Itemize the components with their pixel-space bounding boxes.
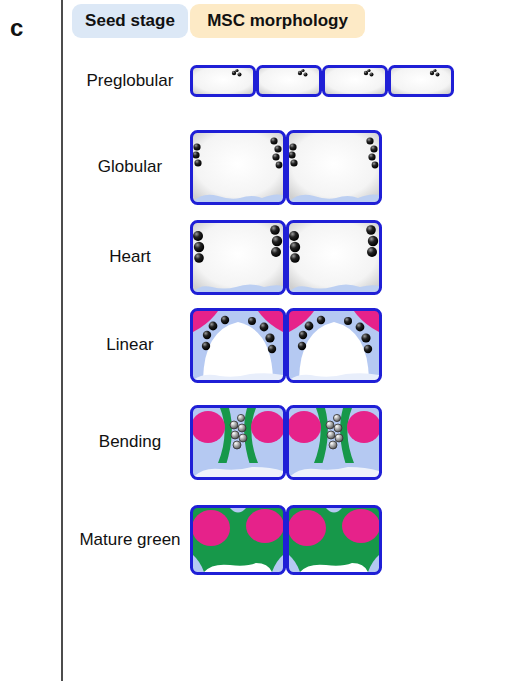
column-header: Seed stage [72, 4, 188, 38]
mature-green-cells [192, 507, 381, 574]
heart-cells [192, 222, 381, 294]
stage-label: Globular [98, 157, 162, 177]
stage-label: Heart [109, 247, 151, 267]
stage-label: Preglobular [87, 71, 174, 91]
divider-line [61, 0, 63, 681]
stage-label: Mature green [79, 530, 180, 550]
panel-letter: c [10, 14, 23, 42]
globular-cells [192, 132, 381, 204]
stage-label: Linear [106, 335, 153, 355]
header-text: MSC morphology [202, 11, 353, 31]
stage-label: Bending [99, 432, 161, 452]
preglobular-cells [192, 67, 453, 96]
header-text: Seed stage [84, 11, 176, 31]
bending-cells [191, 407, 381, 479]
linear-cells [192, 310, 381, 382]
column-header: MSC morphology [190, 4, 365, 38]
